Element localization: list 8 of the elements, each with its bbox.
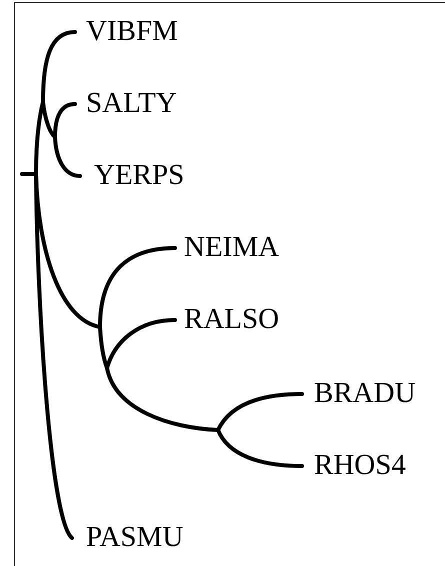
species-label: VIBFM: [86, 15, 178, 47]
species-label: YERPS: [94, 159, 184, 191]
species-label: RALSO: [184, 303, 280, 335]
species-label: NEIMA: [184, 231, 280, 263]
species-label: BRADU: [314, 377, 416, 409]
species-label: SALTY: [86, 87, 177, 119]
species-label: PASMU: [86, 521, 184, 553]
species-label: RHOS4: [314, 449, 406, 481]
